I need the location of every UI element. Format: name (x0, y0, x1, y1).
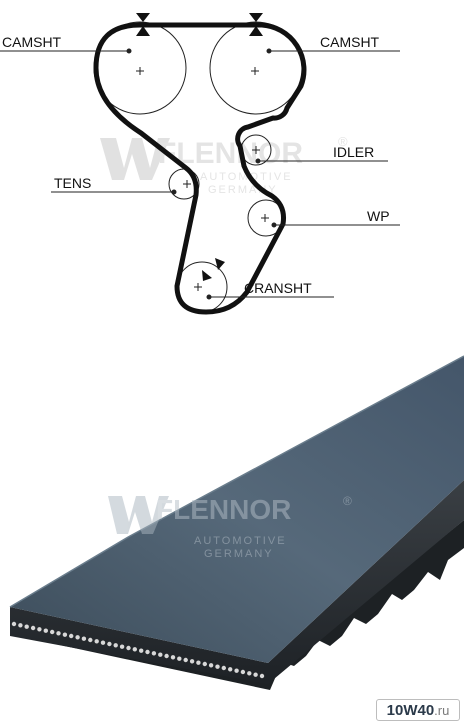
timing-mark-left-icon (136, 13, 150, 36)
cord-dot (177, 656, 182, 661)
cord-dot (24, 624, 29, 629)
cord-dot (113, 643, 118, 648)
label-crankshaft: CRANSHT (244, 280, 312, 296)
cord-dot (145, 649, 150, 655)
cord-dot (107, 641, 112, 647)
timing-mark-right-icon (249, 13, 263, 36)
label-water-pump: WP (367, 208, 390, 224)
cord-dot (164, 653, 169, 659)
cord-dot (100, 640, 106, 645)
label-tensioner: TENS (54, 175, 91, 191)
belt-watermark-line2: GERMANY (204, 548, 274, 560)
label-idler: IDLER (333, 144, 374, 160)
label-camshaft-right: CAMSHT (320, 34, 380, 50)
cord-dot (37, 627, 42, 632)
cord-dot (30, 625, 36, 631)
timing-mark-crank-icon (202, 258, 225, 281)
timing-marks (136, 13, 263, 281)
belt-teeth (18, 520, 464, 690)
cord-dot (94, 639, 99, 644)
belt-logo-icon (108, 496, 169, 534)
cord-dot (221, 665, 226, 671)
cord-dot (139, 648, 144, 653)
cord-dot (69, 633, 74, 639)
belt-route-path (93, 22, 307, 315)
site-logo-part3: .ru (434, 702, 450, 718)
pulley-centers (136, 67, 269, 291)
timing-belt-render: FLENNOR ® AUTOMOTIVE GERMANY (9, 355, 464, 690)
cord-dot (43, 628, 48, 633)
cord-dot (18, 623, 23, 628)
belt-watermark-line1: AUTOMOTIVE (194, 535, 287, 547)
belt-top-edge (9, 355, 464, 608)
belt-routing-diagram: FLENNOR ® AUTOMOTIVE GERMANY (0, 13, 400, 315)
leader-lines (0, 48, 400, 300)
cord-dot (11, 621, 17, 627)
belt-watermark-registered: ® (343, 494, 352, 508)
cord-dot (126, 645, 131, 651)
cord-dot (50, 629, 55, 635)
cord-dot (196, 660, 201, 665)
cord-dot (202, 661, 207, 667)
cord-dot (170, 655, 176, 660)
belt-top-face (10, 356, 464, 663)
cord-dot (81, 636, 87, 641)
cord-dot (183, 657, 188, 663)
cord-dot (208, 663, 214, 668)
cord-dot (228, 667, 233, 672)
belt-watermark: FLENNOR ® AUTOMOTIVE GERMANY (108, 494, 352, 560)
cord-dot (62, 632, 68, 637)
cord-dot (240, 669, 246, 675)
cord-dot (215, 664, 220, 669)
belt-side-face (10, 480, 464, 684)
cord-dot (259, 673, 265, 679)
site-logo-part2: W40 (403, 701, 435, 719)
cord-dot (253, 672, 258, 677)
site-logo-part1: 10 (386, 701, 404, 719)
cord-dot (247, 671, 252, 676)
cord-dot (88, 637, 93, 643)
diagram-watermark-line1: AUTOMOTIVE (200, 171, 293, 183)
brand-logo-icon (100, 138, 170, 180)
diagram-watermark: FLENNOR ® AUTOMOTIVE GERMANY (100, 134, 348, 196)
belt-watermark-brand: FLENNOR (156, 494, 291, 525)
cord-dot (158, 652, 163, 657)
cord-dot (75, 635, 80, 640)
diagram-watermark-registered: ® (338, 134, 348, 149)
cord-dot (56, 631, 61, 636)
belt-cord-dots (11, 621, 265, 679)
cord-dot (151, 651, 157, 656)
site-logo-badge: 10 W40 .ru (376, 699, 460, 721)
label-camshaft-left: CAMSHT (2, 34, 62, 50)
cord-dot (234, 668, 239, 673)
cord-dot (119, 644, 125, 649)
cord-dot (189, 659, 195, 664)
cord-dot (132, 647, 137, 652)
